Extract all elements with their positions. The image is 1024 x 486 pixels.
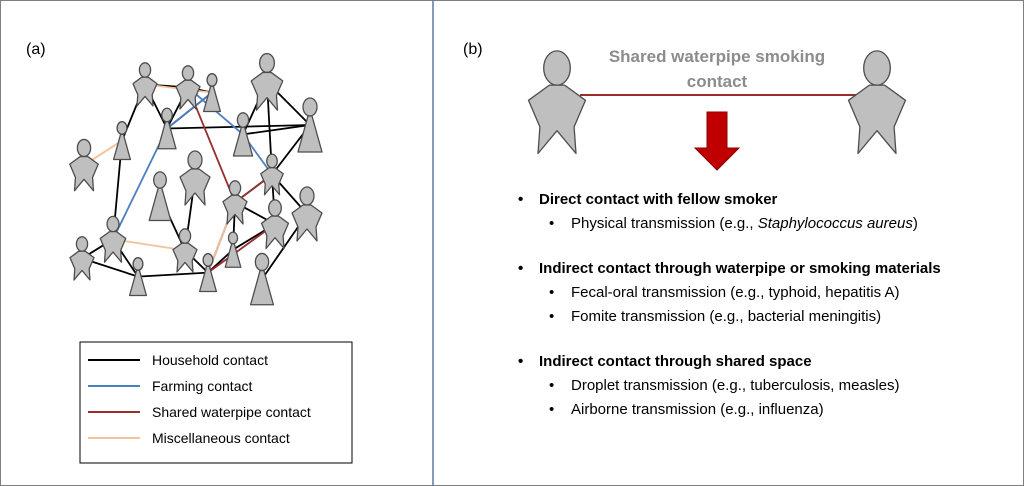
- bullet-icon: •: [549, 308, 555, 325]
- legend-box: [79, 341, 353, 464]
- transmission-list: • Direct contact with fellow smoker • Physi…: [518, 188, 1018, 443]
- transmission-group: • Indirect contact through shared space • D…: [518, 350, 1018, 422]
- group-heading: • Direct contact with fellow smoker: [518, 188, 1018, 212]
- transmission-item: • Fecal-oral transmission (e.g., typhoid,…: [518, 281, 1018, 305]
- person-nodes: [69, 52, 323, 306]
- female-person-icon: [202, 73, 222, 113]
- transmission-group: • Indirect contact through waterpipe or s…: [518, 257, 1018, 329]
- edge-hh: [166, 124, 311, 130]
- item-suffix: ): [912, 215, 918, 232]
- male-person-icon: [172, 228, 198, 273]
- transmission-group: • Direct contact with fellow smoker • Physi…: [518, 188, 1018, 236]
- male-person-icon: [69, 236, 95, 281]
- female-person-icon: [128, 257, 148, 297]
- male-person-icon: [175, 65, 201, 110]
- female-person-icon: [198, 253, 218, 293]
- edge-farm: [166, 91, 213, 130]
- female-person-icon: [112, 121, 132, 161]
- bullet-icon: •: [518, 353, 524, 370]
- legend-label: Shared waterpipe contact: [152, 404, 311, 420]
- contact-label-line2: contact: [687, 72, 748, 91]
- legend-label: Farming contact: [152, 378, 252, 394]
- contact-label-line1: Shared waterpipe smoking: [609, 47, 825, 66]
- male-person-icon: [132, 62, 158, 107]
- group-heading: • Indirect contact through waterpipe or s…: [518, 257, 1018, 281]
- male-person-icon: [260, 153, 284, 196]
- bullet-icon: •: [518, 191, 524, 208]
- item-pathogen: Staphylococcus aureus: [757, 215, 913, 232]
- group-heading-text: Direct contact with fellow smoker: [539, 191, 778, 208]
- male-person-icon: [69, 138, 99, 192]
- male-person-icon: [291, 186, 323, 242]
- transmission-item: • Airborne transmission (e.g., influenza): [518, 398, 1018, 422]
- transmission-item: • Physical transmission (e.g., Staphyloco…: [518, 212, 1018, 236]
- item-text: Physical transmission (e.g.,: [571, 215, 758, 232]
- bullet-icon: •: [549, 284, 555, 301]
- female-person-icon: [297, 97, 323, 153]
- group-heading: • Indirect contact through shared space: [518, 350, 1018, 374]
- female-person-icon: [224, 231, 242, 268]
- bullet-icon: •: [549, 401, 555, 418]
- smoker-figures: [527, 50, 907, 155]
- bullet-icon: •: [549, 377, 555, 394]
- legend-label: Household contact: [152, 352, 268, 368]
- female-person-icon: [249, 252, 275, 306]
- down-arrow-icon: [693, 111, 741, 171]
- male-person-icon: [179, 150, 211, 206]
- edge-hh: [137, 271, 209, 278]
- group-heading-text: Indirect contact through shared space: [539, 353, 812, 370]
- item-text: Fecal-oral transmission (e.g., typhoid, …: [571, 284, 900, 301]
- bullet-icon: •: [518, 260, 524, 277]
- female-person-icon: [232, 112, 254, 157]
- panel-b-label: (b): [463, 41, 483, 58]
- female-person-icon: [148, 171, 172, 222]
- male-person-icon: [250, 52, 284, 111]
- male-person-icon: [260, 199, 290, 250]
- bullet-icon: •: [549, 215, 555, 232]
- smoker-right-icon: [847, 50, 907, 155]
- item-text: Fomite transmission (e.g., bacterial men…: [571, 308, 882, 325]
- female-person-icon: [157, 107, 177, 150]
- edge-pipe: [207, 223, 276, 274]
- panel-a-label: (a): [26, 41, 46, 58]
- male-person-icon: [99, 215, 127, 263]
- edge-hh: [242, 124, 311, 136]
- male-person-icon: [222, 180, 248, 225]
- item-text: Droplet transmission (e.g., tuberculosis…: [571, 377, 900, 394]
- transmission-item: • Droplet transmission (e.g., tuberculosi…: [518, 374, 1018, 398]
- group-heading-text: Indirect contact through waterpipe or sm…: [539, 260, 941, 277]
- transmission-item: • Fomite transmission (e.g., bacterial me…: [518, 305, 1018, 329]
- smoker-left-icon: [527, 50, 587, 155]
- legend-label: Miscellaneous contact: [152, 430, 290, 446]
- item-text: Airborne transmission (e.g., influenza): [571, 401, 824, 418]
